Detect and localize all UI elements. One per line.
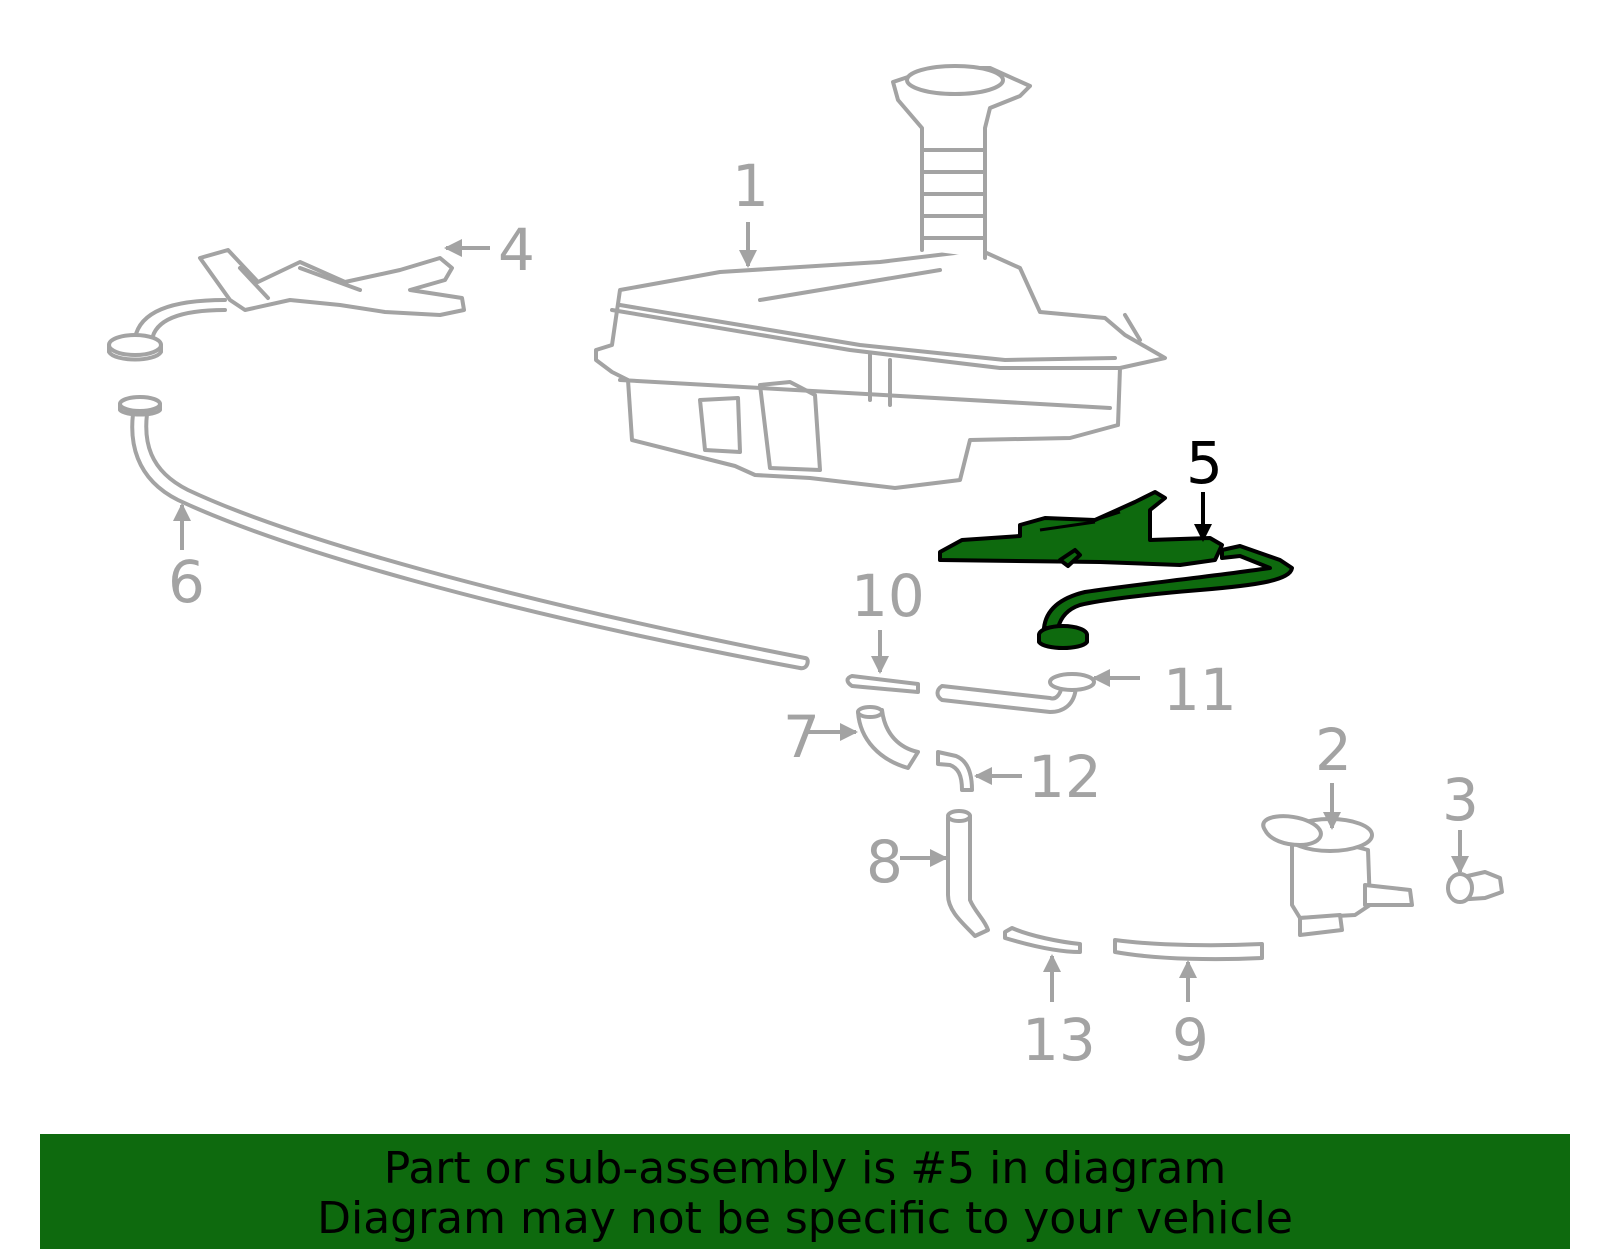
callout-9: 9 — [1172, 1006, 1209, 1074]
banner-line-2: Diagram may not be specific to your vehi… — [317, 1193, 1293, 1244]
hose-assembly-part-5[interactable] — [938, 490, 1294, 650]
callout-5: 5 — [1186, 429, 1223, 497]
grommet-part-3[interactable] — [1446, 870, 1504, 904]
callout-10: 10 — [851, 562, 925, 630]
callout-11: 11 — [1163, 656, 1237, 724]
callout-8: 8 — [866, 828, 903, 896]
hose-part-10[interactable] — [845, 674, 920, 694]
reservoir-part-1[interactable] — [594, 64, 1167, 490]
info-banner: Part or sub-assembly is #5 in diagram Di… — [40, 1134, 1570, 1249]
hose-part-6[interactable] — [118, 395, 810, 671]
hose-part-11[interactable] — [935, 672, 1096, 714]
callout-2: 2 — [1315, 716, 1352, 784]
hose-elbow-part-12[interactable] — [936, 750, 974, 792]
banner-line-1: Part or sub-assembly is #5 in diagram — [383, 1143, 1227, 1194]
hose-elbow-part-7[interactable] — [856, 705, 920, 770]
hose-part-13[interactable] — [1003, 926, 1082, 954]
nozzle-part-4[interactable] — [107, 248, 466, 362]
callout-6: 6 — [168, 548, 205, 616]
hose-part-9[interactable] — [1113, 938, 1264, 962]
callout-1: 1 — [732, 152, 769, 220]
callout-3: 3 — [1442, 766, 1479, 834]
callout-13: 13 — [1022, 1006, 1096, 1074]
hose-bend-part-8[interactable] — [946, 809, 990, 938]
callout-4: 4 — [498, 216, 535, 284]
callout-12: 12 — [1028, 743, 1102, 811]
callout-7: 7 — [783, 703, 820, 771]
washer-pump-part-2[interactable] — [1261, 814, 1414, 937]
